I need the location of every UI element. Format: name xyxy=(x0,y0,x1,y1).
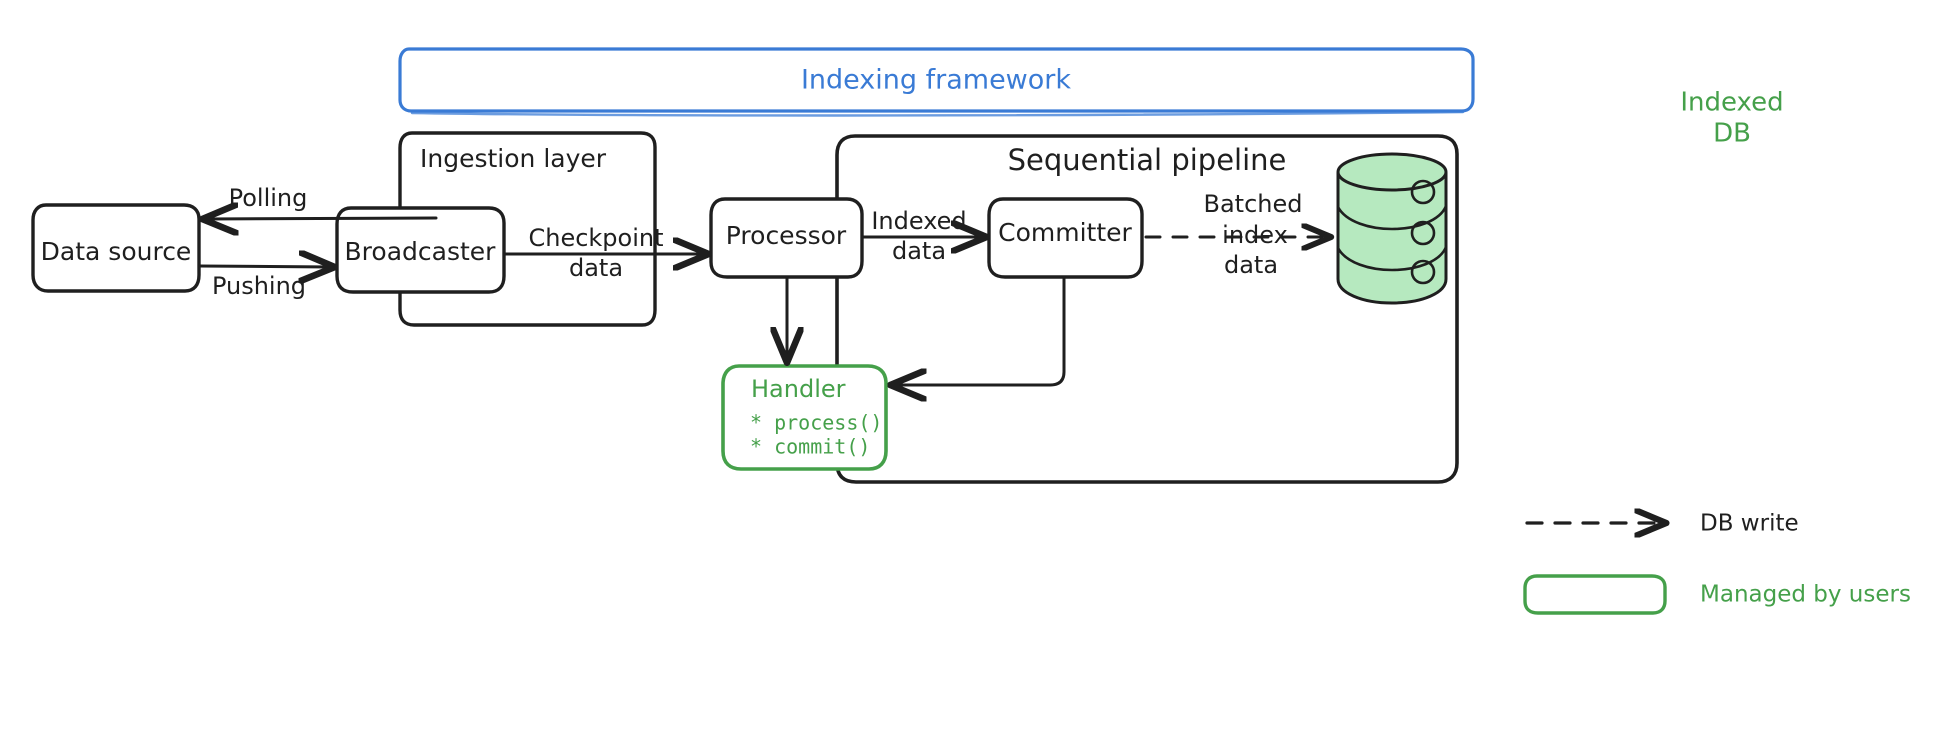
indexed-data-label-line1: Indexed xyxy=(871,207,966,235)
polling-label: Polling xyxy=(229,184,308,212)
sequential-pipeline-label: Sequential pipeline xyxy=(1008,143,1287,177)
edge-committer-to-handler xyxy=(893,275,1066,385)
edge-polling: Polling xyxy=(205,184,438,219)
committer-label: Committer xyxy=(998,218,1132,247)
edge-checkpoint-data: Checkpoint data xyxy=(502,224,706,282)
indexed-db-label-line2: DB xyxy=(1713,119,1751,149)
handler-title: Handler xyxy=(751,375,846,403)
batched-index-label-line1: Batched xyxy=(1204,190,1303,218)
indexed-db-label-line1: Indexed xyxy=(1680,88,1783,118)
legend-db-write-label: DB write xyxy=(1700,511,1799,537)
batched-index-label-line3: data xyxy=(1224,251,1278,279)
legend-managed-by-users-label: Managed by users xyxy=(1700,582,1911,608)
node-broadcaster[interactable]: Broadcaster xyxy=(335,206,506,294)
sequential-pipeline-container: Sequential pipeline xyxy=(835,134,1459,484)
ingestion-layer-label: Ingestion layer xyxy=(420,144,607,173)
legend-item-managed-by-users: Managed by users xyxy=(1523,574,1911,615)
legend-item-db-write: DB write xyxy=(1525,511,1799,537)
processor-label: Processor xyxy=(726,221,847,250)
indexing-framework-label: Indexing framework xyxy=(801,65,1071,96)
ingestion-layer-container: Ingestion layer xyxy=(398,131,657,327)
handler-method-process: * process() xyxy=(750,411,882,435)
broadcaster-label: Broadcaster xyxy=(345,237,497,266)
indexing-framework-banner: Indexing framework xyxy=(398,47,1475,117)
node-committer[interactable]: Committer xyxy=(987,197,1144,279)
handler-method-commit: * commit() xyxy=(750,435,870,459)
edge-indexed-data: Indexed data xyxy=(860,207,984,265)
node-data-source[interactable]: Data source xyxy=(31,203,201,293)
node-handler[interactable]: Handler * process() * commit() xyxy=(721,364,888,471)
checkpoint-data-label-line2: data xyxy=(569,254,623,282)
node-processor[interactable]: Processor xyxy=(709,197,864,279)
indexed-data-label-line2: data xyxy=(892,237,946,265)
legend: DB write Managed by users xyxy=(1523,511,1911,615)
data-source-label: Data source xyxy=(41,237,192,266)
node-indexed-db[interactable]: Indexed DB xyxy=(1336,88,1784,305)
batched-index-label-line2: index xyxy=(1222,221,1288,249)
edge-pushing: Pushing xyxy=(197,266,332,300)
checkpoint-data-label-line1: Checkpoint xyxy=(528,224,663,252)
pushing-label: Pushing xyxy=(212,272,306,300)
edge-batched-index-data: Batched index data xyxy=(1144,190,1329,279)
